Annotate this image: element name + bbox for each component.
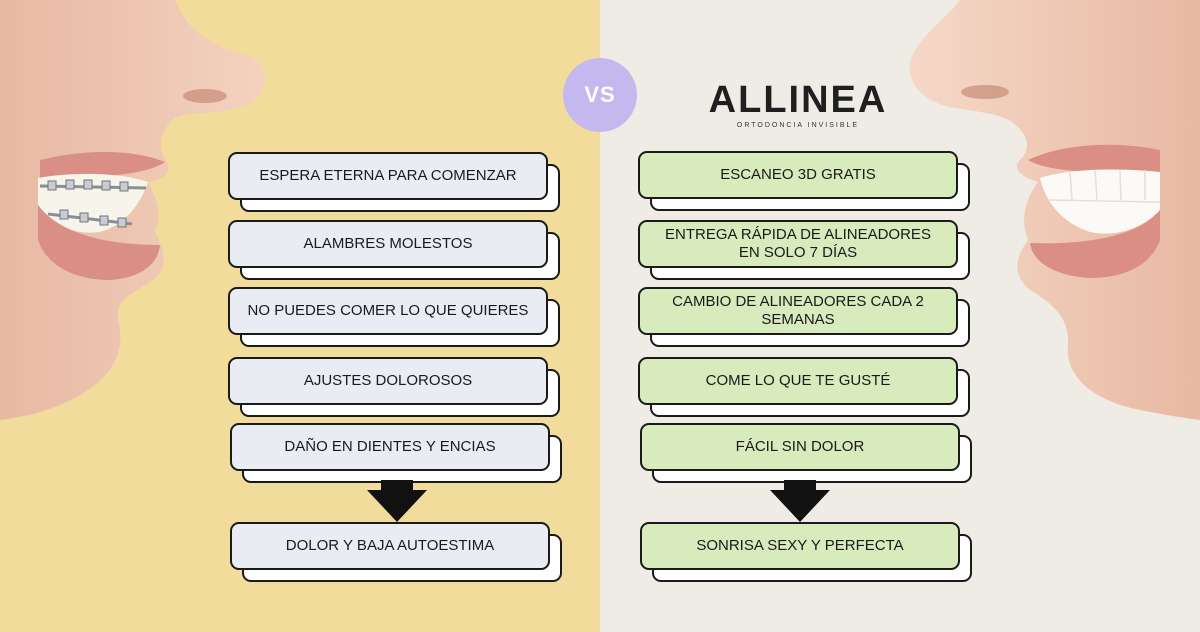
- pro-card: ENTREGA RÁPIDA DE ALINEADORES EN SOLO 7 …: [638, 220, 970, 280]
- brand-logo: ALLINEA ORTODONCIA INVISIBLE: [708, 80, 888, 129]
- con-card: AJUSTES DOLOROSOS: [228, 357, 560, 417]
- pro-card-label: ESCANEO 3D GRATIS: [638, 151, 958, 199]
- pro-result-label: SONRISA SEXY Y PERFECTA: [640, 522, 960, 570]
- con-card: NO PUEDES COMER LO QUE QUIERES: [228, 287, 560, 347]
- vs-badge: VS: [563, 58, 637, 132]
- aligner-face-photo: [909, 0, 1200, 420]
- pro-card: CAMBIO DE ALINEADORES CADA 2 SEMANAS: [638, 287, 970, 347]
- down-arrow-icon: [367, 480, 427, 522]
- con-card-label: NO PUEDES COMER LO QUE QUIERES: [228, 287, 548, 335]
- con-card-label: AJUSTES DOLOROSOS: [228, 357, 548, 405]
- con-card: ALAMBRES MOLESTOS: [228, 220, 560, 280]
- brand-tagline: ORTODONCIA INVISIBLE: [736, 122, 860, 129]
- pro-card-label: CAMBIO DE ALINEADORES CADA 2 SEMANAS: [638, 287, 958, 335]
- down-arrow-icon: [770, 480, 830, 522]
- con-card: DAÑO EN DIENTES Y ENCIAS: [230, 423, 562, 483]
- con-result-card: DOLOR Y BAJA AUTOESTIMA: [230, 522, 562, 582]
- braces-face-photo: [0, 0, 265, 420]
- con-card-label: ALAMBRES MOLESTOS: [228, 220, 548, 268]
- pro-card: FÁCIL SIN DOLOR: [640, 423, 972, 483]
- pro-card-label: FÁCIL SIN DOLOR: [640, 423, 960, 471]
- brand-name: ALLINEA: [708, 79, 888, 121]
- pro-result-card: SONRISA SEXY Y PERFECTA: [640, 522, 972, 582]
- pro-card: ESCANEO 3D GRATIS: [638, 151, 970, 211]
- pro-card-label: COME LO QUE TE GUSTÉ: [638, 357, 958, 405]
- con-card-label: DAÑO EN DIENTES Y ENCIAS: [230, 423, 550, 471]
- pro-card: COME LO QUE TE GUSTÉ: [638, 357, 970, 417]
- con-result-label: DOLOR Y BAJA AUTOESTIMA: [230, 522, 550, 570]
- con-card: ESPERA ETERNA PARA COMENZAR: [228, 152, 560, 212]
- con-card-label: ESPERA ETERNA PARA COMENZAR: [228, 152, 548, 200]
- pro-card-label: ENTREGA RÁPIDA DE ALINEADORES EN SOLO 7 …: [638, 220, 958, 268]
